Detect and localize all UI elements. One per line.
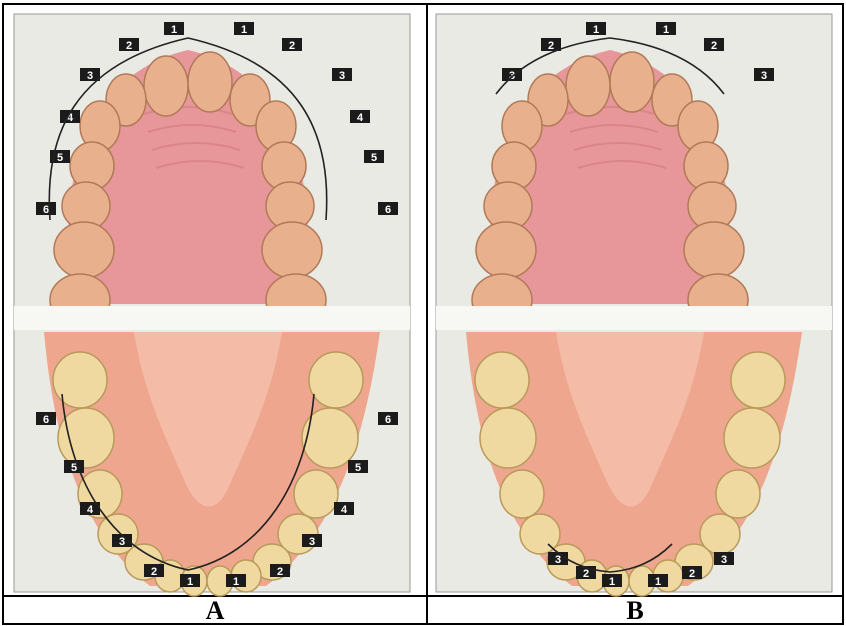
svg-text:6: 6 xyxy=(385,414,391,426)
svg-text:2: 2 xyxy=(711,40,717,52)
svg-text:4: 4 xyxy=(341,504,348,516)
upper-tooth xyxy=(54,222,114,278)
svg-text:1: 1 xyxy=(655,576,661,588)
lower-tooth xyxy=(716,470,760,518)
tooth-number-label: 3 xyxy=(548,552,568,566)
svg-text:1: 1 xyxy=(241,24,247,36)
svg-text:2: 2 xyxy=(126,40,132,52)
svg-text:2: 2 xyxy=(583,568,589,580)
svg-text:6: 6 xyxy=(43,414,49,426)
upper-tooth xyxy=(144,56,188,116)
lower-tooth xyxy=(294,470,338,518)
svg-text:2: 2 xyxy=(277,566,283,578)
tooth-number-label: 5 xyxy=(64,460,84,474)
tooth-number-label: 2 xyxy=(119,38,139,52)
tooth-number-label: 6 xyxy=(378,412,398,426)
svg-text:5: 5 xyxy=(371,152,377,164)
lower-tooth xyxy=(480,408,536,468)
svg-text:5: 5 xyxy=(355,462,361,474)
svg-text:1: 1 xyxy=(187,576,193,588)
svg-text:1: 1 xyxy=(233,576,239,588)
tooth-number-label: 1 xyxy=(164,22,184,36)
upper-tooth xyxy=(188,52,232,112)
svg-text:2: 2 xyxy=(151,566,157,578)
svg-text:3: 3 xyxy=(761,70,767,82)
lower-tooth xyxy=(500,470,544,518)
svg-text:3: 3 xyxy=(309,536,315,548)
tooth-number-label: 2 xyxy=(144,564,164,578)
upper-tooth xyxy=(566,56,610,116)
panel-a-caption: A xyxy=(3,596,427,626)
tooth-number-label: 1 xyxy=(602,574,622,588)
tooth-number-label: 6 xyxy=(36,412,56,426)
svg-text:1: 1 xyxy=(593,24,599,36)
lower-tooth xyxy=(475,352,529,408)
tooth-number-label: 1 xyxy=(656,22,676,36)
svg-text:2: 2 xyxy=(689,568,695,580)
upper-tooth xyxy=(262,222,322,278)
svg-text:3: 3 xyxy=(555,554,561,566)
tooth-number-label: 4 xyxy=(334,502,354,516)
svg-text:4: 4 xyxy=(87,504,94,516)
tooth-number-label: 3 xyxy=(332,68,352,82)
tooth-number-label: 1 xyxy=(180,574,200,588)
tooth-number-label: 2 xyxy=(682,566,702,580)
svg-text:6: 6 xyxy=(43,204,49,216)
lower-tooth xyxy=(731,352,785,408)
svg-text:1: 1 xyxy=(663,24,669,36)
lower-tooth xyxy=(309,352,363,408)
arch-separator xyxy=(14,306,410,330)
svg-text:2: 2 xyxy=(548,40,554,52)
upper-tooth xyxy=(476,222,536,278)
tooth-number-label: 1 xyxy=(226,574,246,588)
tooth-number-label: 6 xyxy=(36,202,56,216)
svg-text:3: 3 xyxy=(87,70,93,82)
svg-text:1: 1 xyxy=(609,576,615,588)
panel-b-caption: B xyxy=(427,596,843,626)
lower-tooth xyxy=(53,352,107,408)
svg-text:6: 6 xyxy=(385,204,391,216)
tooth-number-label: 3 xyxy=(714,552,734,566)
svg-text:3: 3 xyxy=(339,70,345,82)
svg-text:2: 2 xyxy=(289,40,295,52)
tooth-number-label: 2 xyxy=(282,38,302,52)
tooth-number-label: 3 xyxy=(302,534,322,548)
svg-text:4: 4 xyxy=(357,112,364,124)
tooth-number-label: 1 xyxy=(586,22,606,36)
tooth-number-label: 4 xyxy=(350,110,370,124)
svg-text:5: 5 xyxy=(57,152,63,164)
tooth-number-label: 2 xyxy=(704,38,724,52)
arch-separator xyxy=(436,306,832,330)
lower-tooth xyxy=(724,408,780,468)
upper-tooth xyxy=(684,222,744,278)
tooth-number-label: 1 xyxy=(234,22,254,36)
tooth-number-label: 2 xyxy=(270,564,290,578)
tooth-number-label: 6 xyxy=(378,202,398,216)
lower-tooth xyxy=(58,408,114,468)
svg-text:3: 3 xyxy=(721,554,727,566)
svg-text:1: 1 xyxy=(171,24,177,36)
upper-tooth xyxy=(610,52,654,112)
tooth-number-label: 1 xyxy=(648,574,668,588)
tooth-number-label: 5 xyxy=(364,150,384,164)
tooth-number-label: 5 xyxy=(348,460,368,474)
tooth-number-label: 3 xyxy=(754,68,774,82)
